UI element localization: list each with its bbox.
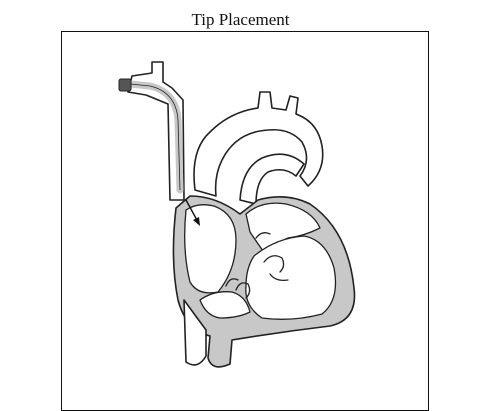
catheter-cap [119, 79, 131, 91]
heart-diagram [0, 0, 481, 394]
